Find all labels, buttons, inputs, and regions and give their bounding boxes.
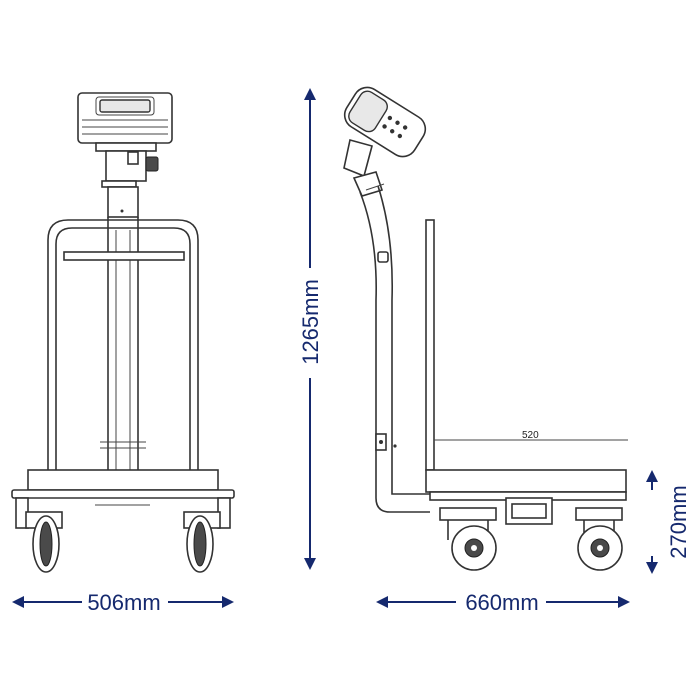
dimension-height: 1265mm: [298, 88, 323, 570]
front-view: [11, 92, 235, 573]
side-back-board: [425, 219, 435, 471]
side-view: 520: [343, 86, 628, 571]
front-column: [101, 150, 159, 470]
side-head-bracket: [343, 139, 384, 197]
front-wheel-right: [183, 511, 221, 573]
side-platform-length-marker: 520: [434, 430, 628, 441]
front-handle-frame: [47, 219, 199, 470]
side-platform: [425, 469, 627, 525]
platform-length-label: 520: [522, 430, 539, 441]
side-wheel-front: [575, 507, 623, 571]
side-wheel-rear: [439, 507, 497, 571]
platform-height-dimension-label: 270mm: [666, 485, 691, 558]
front-platform: [11, 469, 235, 529]
front-wheel-left: [25, 511, 63, 573]
dimension-length: 660mm: [376, 590, 630, 615]
side-display-head: [343, 86, 427, 158]
side-mast: [359, 183, 430, 513]
dimension-width: 506mm: [12, 590, 234, 615]
dimension-platform-height: 270mm: [646, 470, 691, 574]
width-dimension-label: 506mm: [87, 590, 160, 615]
front-display-head: [77, 92, 173, 152]
length-dimension-label: 660mm: [465, 590, 538, 615]
height-dimension-label: 1265mm: [298, 279, 323, 365]
